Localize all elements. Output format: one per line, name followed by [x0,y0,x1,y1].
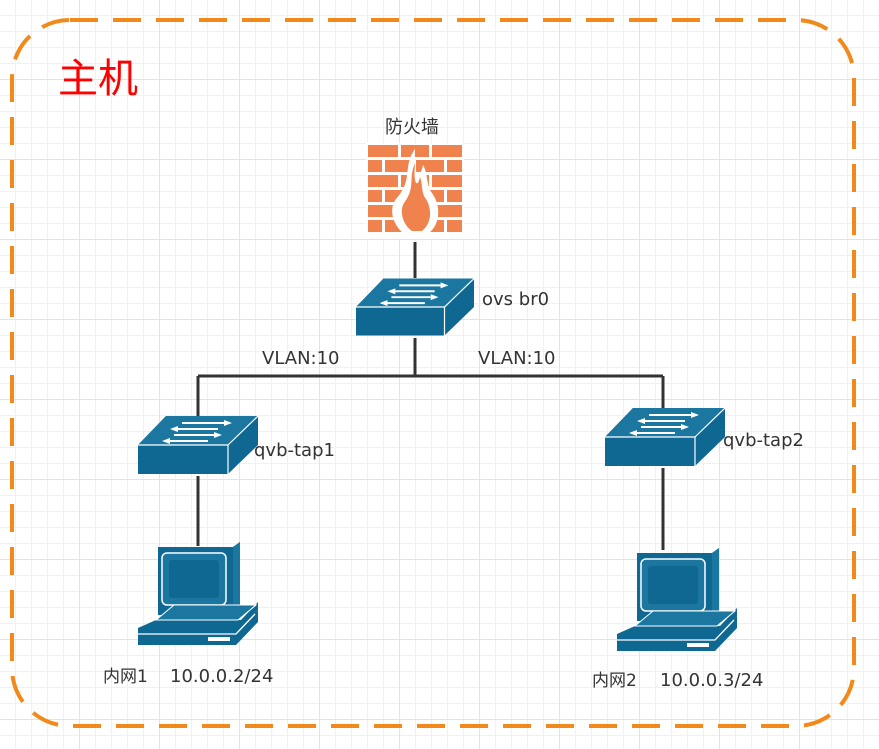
access-switch-2-icon[interactable] [605,408,725,467]
core-switch-icon[interactable] [356,278,474,337]
firewall-label: 防火墙 [385,117,439,138]
firewall-icon[interactable] [366,143,464,239]
computer-2-icon[interactable] [617,548,737,652]
access-switch-1-label: qvb-tap1 [254,440,335,461]
vlan-label-right: VLAN:10 [478,348,556,369]
access-switch-2-label: qvb-tap2 [723,430,804,451]
host-1-ip: 10.0.0.2/24 [170,666,273,687]
vlan-label-left: VLAN:10 [262,348,340,369]
access-switch-1-icon[interactable] [138,416,258,475]
network-links [196,242,665,550]
computer-1-icon[interactable] [138,542,258,646]
host-label: 主机 [58,56,138,102]
host-2-ip: 10.0.0.3/24 [660,670,763,691]
host-2-name: 内网2 [592,671,637,691]
host-boundary [10,18,856,728]
host-1-name: 内网1 [103,667,148,687]
core-switch-label: ovs br0 [482,289,549,310]
